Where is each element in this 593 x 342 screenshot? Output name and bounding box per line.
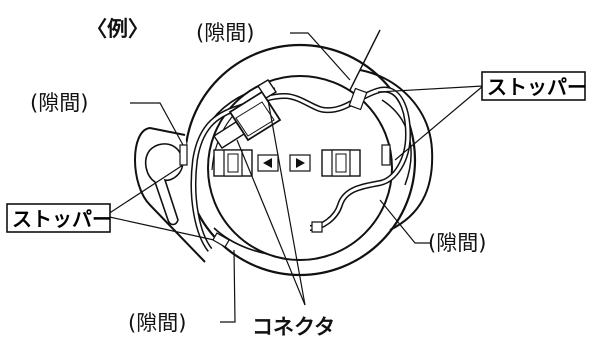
right-arrow-icon — [296, 158, 305, 168]
gap-label-top: (隙間) — [196, 21, 254, 45]
stopper-tabs — [179, 87, 391, 248]
connector-label: コネクタ — [252, 315, 335, 339]
example-label: 〈例〉 — [86, 17, 149, 41]
stopper-box-left — [6, 203, 111, 233]
stopper-label-right: ストッパー — [487, 75, 587, 99]
left-arrow-icon — [263, 158, 272, 168]
leader-lines — [104, 32, 484, 323]
gap-label-right: (隙間) — [428, 231, 486, 255]
gap-label-left: (隙間) — [30, 91, 88, 115]
indicator-row — [213, 149, 361, 177]
stopper-label-left: ストッパー — [12, 207, 112, 231]
connector-body — [213, 79, 282, 149]
gap-label-bottom: (隙間) — [128, 311, 186, 335]
stopper-box-right — [481, 71, 586, 101]
